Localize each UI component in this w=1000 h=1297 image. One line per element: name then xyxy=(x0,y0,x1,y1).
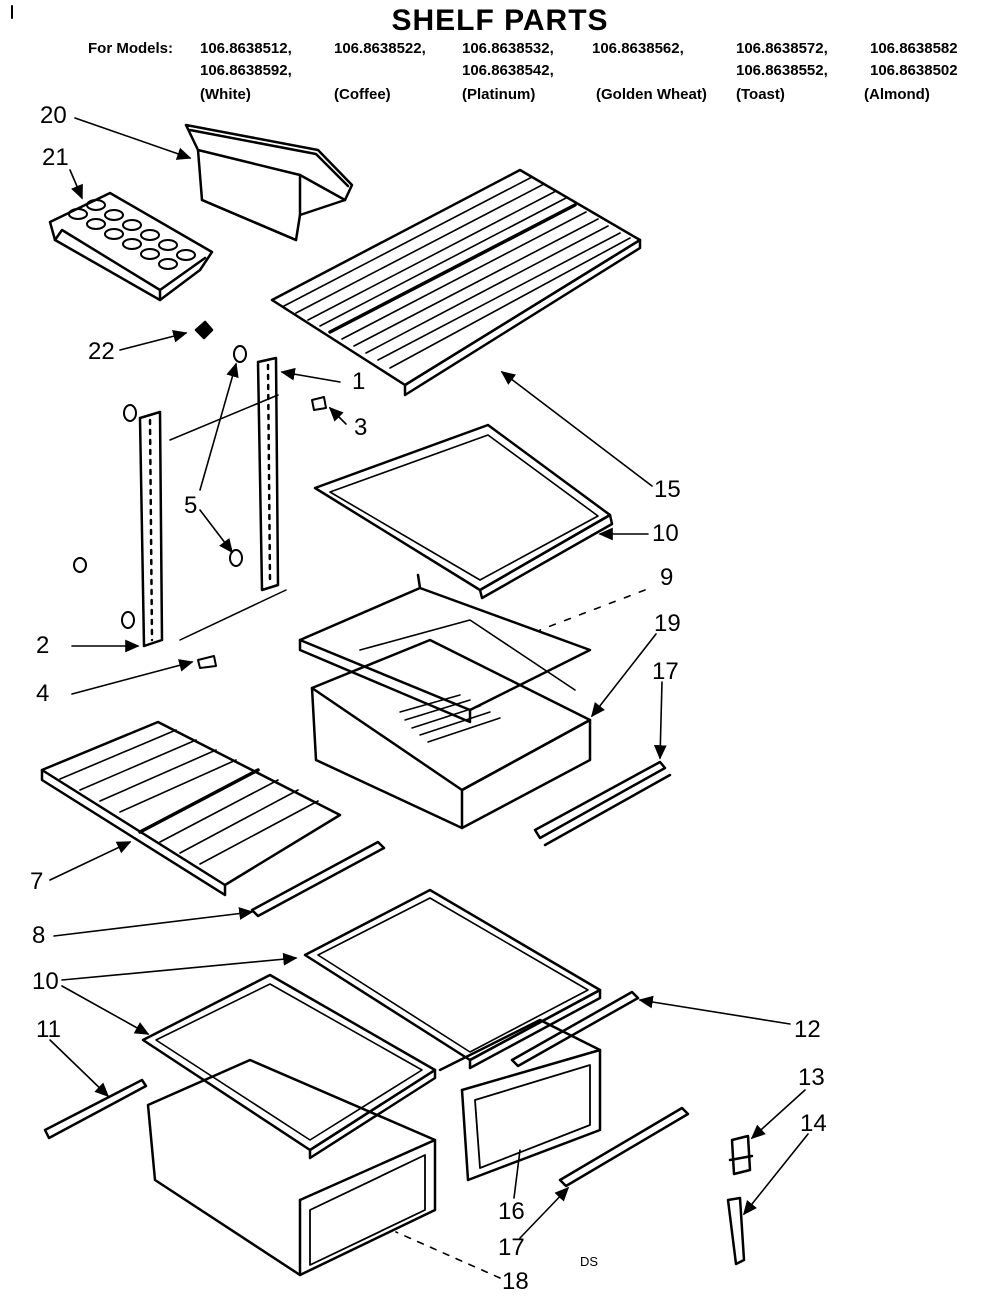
callout-7: 7 xyxy=(30,868,44,895)
model-number: 106.8638572, xyxy=(736,40,828,57)
callout-5: 5 xyxy=(184,492,198,519)
callout-20: 20 xyxy=(40,102,67,129)
callout-17b: 17 xyxy=(498,1234,525,1261)
model-number: 106.8638562, xyxy=(592,40,684,57)
callout-11: 11 xyxy=(36,1016,61,1043)
model-number: 106.8638582 xyxy=(870,40,958,57)
callout-3: 3 xyxy=(354,414,368,441)
top-wire-shelf-part xyxy=(270,168,642,397)
callout-22: 22 xyxy=(88,338,115,365)
color-label: (Almond) xyxy=(864,86,930,103)
color-label: (Toast) xyxy=(736,86,785,103)
models-label: For Models: xyxy=(88,40,173,57)
callout-16: 16 xyxy=(498,1198,525,1225)
model-number: 106.8638542, xyxy=(462,62,554,79)
trim-strip-part xyxy=(510,990,640,1068)
trim-strip-part xyxy=(250,840,386,918)
crisper-drawer-part xyxy=(298,573,592,830)
model-number: 106.8638592, xyxy=(200,62,292,79)
ice-tray-part xyxy=(48,191,214,302)
callout-10: 10 xyxy=(652,520,679,547)
trim-strip-part xyxy=(43,1078,148,1140)
crisper-drawer-part xyxy=(146,1058,437,1277)
door-bin-part xyxy=(184,123,354,242)
callout-4: 4 xyxy=(36,680,50,707)
callout-9: 9 xyxy=(660,564,674,591)
trim-strip-part xyxy=(533,760,667,840)
shelf-rail-part xyxy=(138,356,287,648)
callout-15: 15 xyxy=(654,476,681,503)
clip-part xyxy=(194,320,214,340)
model-number: 106.8638532, xyxy=(462,40,554,57)
model-number: 106.8638512, xyxy=(200,40,292,57)
color-label: (Coffee) xyxy=(334,86,391,103)
lower-wire-shelf-part xyxy=(40,720,342,897)
model-number: 106.8638552, xyxy=(736,62,828,79)
callout-2: 2 xyxy=(36,632,50,659)
meat-drawer-part xyxy=(438,1018,602,1182)
callout-13: 13 xyxy=(798,1064,825,1091)
trim-strip-part xyxy=(543,773,672,847)
callout-12: 12 xyxy=(794,1016,821,1043)
model-number: 106.8638522, xyxy=(334,40,426,57)
callout-17: 17 xyxy=(652,658,679,685)
diagram-title: SHELF PARTS xyxy=(391,4,609,37)
rail-bracket-parts xyxy=(73,345,327,669)
callout-21: 21 xyxy=(42,144,69,171)
hardware-parts xyxy=(726,1134,754,1266)
callout-1: 1 xyxy=(352,368,366,395)
glass-shelf-part xyxy=(141,888,602,1160)
trim-strip-part xyxy=(558,1106,690,1188)
drawing-mark: DS xyxy=(580,1254,599,1269)
color-label: (White) xyxy=(200,86,251,103)
callout-14: 14 xyxy=(800,1110,827,1137)
model-number: 106.8638502 xyxy=(870,62,958,79)
glass-shelf-part xyxy=(313,423,614,600)
callout-18: 18 xyxy=(502,1268,529,1295)
color-label: (Golden Wheat) xyxy=(596,86,707,103)
color-label: (Platinum) xyxy=(462,86,536,103)
callout-10b: 10 xyxy=(32,968,59,995)
callout-8: 8 xyxy=(32,922,46,949)
callout-19: 19 xyxy=(654,610,681,637)
